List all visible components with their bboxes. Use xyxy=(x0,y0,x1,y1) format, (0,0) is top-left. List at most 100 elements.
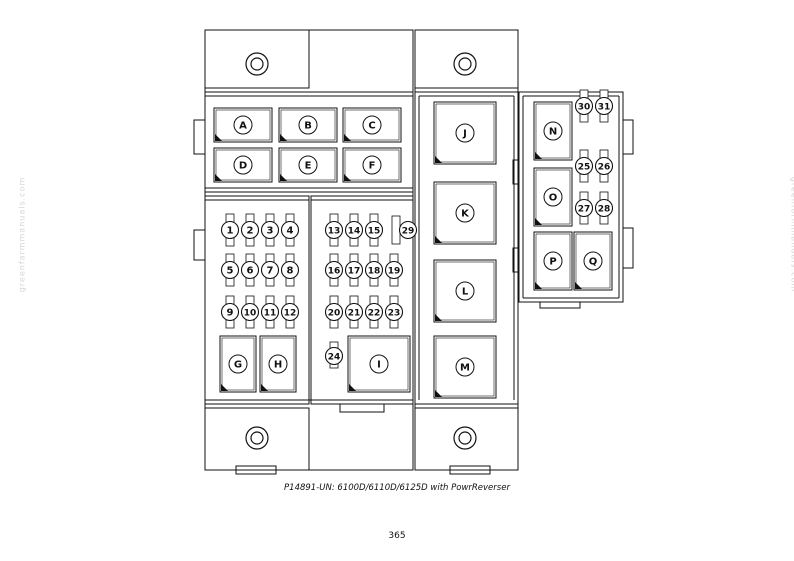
fuse-13: 13 xyxy=(324,213,344,247)
fuse-22: 22 xyxy=(364,295,384,329)
fuse-9: 9 xyxy=(220,295,240,329)
fuse-label: 24 xyxy=(328,353,341,363)
relay-f: F xyxy=(342,147,402,183)
fuse-19: 19 xyxy=(384,253,404,287)
fuse-label: 4 xyxy=(287,226,294,237)
fuse-1: 1 xyxy=(220,213,240,247)
relay-d: D xyxy=(213,147,273,183)
fuse-4: 4 xyxy=(280,213,300,247)
fuse-12: 12 xyxy=(280,295,300,329)
fuse-label: 29 xyxy=(402,227,415,237)
relay-label: K xyxy=(461,209,470,220)
fuse-28: 28 xyxy=(594,191,614,225)
relay-label: J xyxy=(462,129,467,140)
fuse-label: 30 xyxy=(578,103,591,113)
relay-m: M xyxy=(433,335,497,399)
fuse-label: 25 xyxy=(578,163,591,173)
fuse-10: 10 xyxy=(240,295,260,329)
fuse-2: 2 xyxy=(240,213,260,247)
fuse-17: 17 xyxy=(344,253,364,287)
fuse-label: 28 xyxy=(598,205,611,215)
relay-label: B xyxy=(304,121,312,132)
fuse-26: 26 xyxy=(594,149,614,183)
fuse-label: 20 xyxy=(328,309,341,319)
fuse-14: 14 xyxy=(344,213,364,247)
fuse-18: 18 xyxy=(364,253,384,287)
fuse-label: 12 xyxy=(284,309,297,319)
fuse-label: 14 xyxy=(348,227,361,237)
fuse-label: 21 xyxy=(348,309,361,319)
fuse-5: 5 xyxy=(220,253,240,287)
fuse-label: 9 xyxy=(227,308,234,319)
fuse-label: 18 xyxy=(368,267,381,277)
relay-c: C xyxy=(342,107,402,143)
left-top-tab xyxy=(204,29,310,89)
fuse-label: 10 xyxy=(244,309,257,319)
fuse-23: 23 xyxy=(384,295,404,329)
fuse-7: 7 xyxy=(260,253,280,287)
fuse-label: 8 xyxy=(287,266,294,277)
relay-label: G xyxy=(234,360,242,371)
fuse-29: 29 xyxy=(391,215,418,245)
relay-label: P xyxy=(549,257,556,268)
center-bottom-tab xyxy=(414,407,519,471)
fuse-24: 24 xyxy=(324,341,344,369)
relay-b: B xyxy=(278,107,338,143)
relay-label: O xyxy=(549,193,558,204)
left-bottom-tab xyxy=(204,407,310,471)
fuse-label: 6 xyxy=(247,266,254,277)
relay-label: H xyxy=(274,360,282,371)
fuse-label: 17 xyxy=(348,267,361,277)
fuse-label: 27 xyxy=(578,205,591,215)
watermark-left: greenfarmmanuals.com xyxy=(17,176,27,293)
fuse-label: 3 xyxy=(267,226,274,237)
watermark-right: greenfarmmanuals.com xyxy=(789,176,794,293)
fuse-label: 19 xyxy=(388,267,401,277)
fuse-label: 7 xyxy=(267,266,274,277)
figure-caption: P14891-UN: 6100D/6110D/6125D with PowrRe… xyxy=(284,483,510,493)
fuse-20: 20 xyxy=(324,295,344,329)
fuse-30: 30 xyxy=(574,89,594,123)
fuse-bay-left xyxy=(204,195,310,405)
relay-o: O xyxy=(533,167,573,227)
relay-h: H xyxy=(259,335,297,393)
fuse-label: 13 xyxy=(328,227,341,237)
relay-n: N xyxy=(533,101,573,161)
relay-label: L xyxy=(462,287,469,298)
fuse-label: 2 xyxy=(247,226,254,237)
fuse-27: 27 xyxy=(574,191,594,225)
fuse-label: 11 xyxy=(264,309,277,319)
fuse-label: 16 xyxy=(328,267,341,277)
relay-l: L xyxy=(433,259,497,323)
fuse-21: 21 xyxy=(344,295,364,329)
fuse-label: 22 xyxy=(368,309,381,319)
fuse-label: 1 xyxy=(227,226,234,237)
fuse-15: 15 xyxy=(364,213,384,247)
fuse-label: 26 xyxy=(598,163,611,173)
relay-label: I xyxy=(377,360,381,371)
relay-q: Q xyxy=(573,231,613,291)
relay-label: M xyxy=(460,363,470,374)
relay-label: E xyxy=(305,161,312,172)
relay-label: C xyxy=(368,121,375,132)
fuse-3: 3 xyxy=(260,213,280,247)
fuse-25: 25 xyxy=(574,149,594,183)
fuse-label: 31 xyxy=(598,103,611,113)
relay-label: N xyxy=(549,127,557,138)
relay-label: F xyxy=(369,161,376,172)
fuse-label: 5 xyxy=(227,266,234,277)
relay-p: P xyxy=(533,231,573,291)
fuse-8: 8 xyxy=(280,253,300,287)
relay-label: D xyxy=(239,161,247,172)
center-top-tab xyxy=(414,29,519,89)
relay-i: I xyxy=(347,335,411,393)
relay-g: G xyxy=(219,335,257,393)
relay-label: A xyxy=(239,121,247,132)
fuse-label: 23 xyxy=(388,309,401,319)
fuse-31: 31 xyxy=(594,89,614,123)
relay-label: Q xyxy=(589,257,598,268)
relay-a: A xyxy=(213,107,273,143)
fuse-16: 16 xyxy=(324,253,344,287)
fuse-6: 6 xyxy=(240,253,260,287)
